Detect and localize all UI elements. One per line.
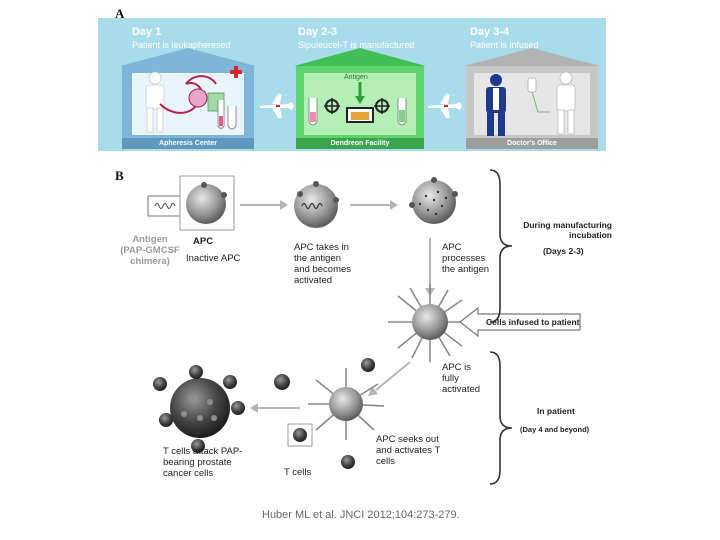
- apc-fully-activated-label: APC is fully activated: [442, 362, 481, 395]
- tcell-icon: [223, 375, 237, 389]
- tcell-icon: [159, 413, 173, 427]
- infusion-arrow: [459, 306, 581, 338]
- apc-takes-in-label: APC takes in the antigen and becomes act…: [294, 242, 352, 286]
- tcell-icon: [153, 377, 167, 391]
- apc-seeks-label: APC seeks out and activates T cells: [376, 434, 441, 467]
- apheresis-center-label: Apheresis Center: [159, 140, 217, 147]
- fully-activated-apc-cell: [388, 284, 470, 362]
- tcells-attack-label: T cells attack PAP- bearing prostate can…: [163, 446, 243, 479]
- antigen-box: [147, 195, 183, 217]
- manufacturing-days-label: (Days 2-3): [543, 246, 584, 256]
- apc-seeks-tcells: [308, 368, 385, 440]
- panel-a-illustration: [120, 48, 600, 149]
- manufacturing-incubation-label: During manufacturing incubation: [523, 220, 612, 240]
- patient-icon: [556, 71, 576, 135]
- in-patient-label: In patient: [537, 406, 575, 416]
- step-3-subtitle: Patient is infused: [470, 40, 539, 50]
- apheresis-circuit: [159, 75, 237, 130]
- manufacturing-brace: [489, 169, 513, 323]
- cancer-cell: [170, 378, 230, 438]
- cells-infused-label: Cells infused to patient: [486, 317, 580, 327]
- dendreon-facility-label: Dendreon Facility: [330, 140, 390, 147]
- step-1-subtitle: Patient is leukapheresed: [132, 40, 231, 50]
- panel-b-letter: B: [115, 168, 124, 183]
- doctor-icon: [486, 74, 506, 136]
- tcell-icon: [191, 439, 205, 453]
- in-patient-brace: [489, 351, 513, 485]
- inactive-apc-label: Inactive APC: [186, 253, 241, 264]
- tcell-icon: [189, 365, 203, 379]
- tcell-icon: [341, 455, 355, 469]
- antigen-icon: [154, 203, 176, 209]
- processing-apc-cell: [409, 177, 458, 224]
- infusion-bag-icon: [527, 77, 550, 113]
- apc-label: APC: [193, 236, 214, 247]
- tcells-label: T cells: [284, 467, 312, 478]
- step-3-day: Day 3-4: [470, 26, 510, 38]
- step-1-day: Day 1: [132, 26, 162, 38]
- step-2-subtitle: Sipuleucel-T is manufactured: [298, 40, 415, 50]
- citation: Huber ML et al. JNCI 2012;104:273-279.: [262, 509, 460, 521]
- tcell-icon: [293, 428, 307, 442]
- airplane-icon: [428, 94, 462, 118]
- manufacturing-process: [308, 82, 407, 126]
- tcell-icon: [361, 358, 375, 372]
- step-2-day: Day 2-3: [298, 26, 338, 38]
- antigen-label: Antigen (PAP-GMCSF chimera): [120, 234, 180, 267]
- tcell-icon: [231, 401, 245, 415]
- tcell-icon: [274, 374, 290, 390]
- doctors-office-label: Doctor's Office: [507, 140, 557, 147]
- panel-a-background: Day 1 Patient is leukapheresed Day 2-3 S…: [98, 18, 606, 151]
- antigen-label: Antigen: [344, 74, 368, 81]
- activated-apc-cell: [294, 184, 338, 228]
- panel-a-letter: A: [115, 6, 125, 21]
- airplane-icon: [260, 94, 294, 118]
- apc-processes-label: APC processes the antigen: [442, 242, 490, 275]
- in-patient-days-label: (Day 4 and beyond): [520, 425, 590, 434]
- inactive-apc-cell: [186, 184, 226, 224]
- patient-icon: [145, 71, 165, 133]
